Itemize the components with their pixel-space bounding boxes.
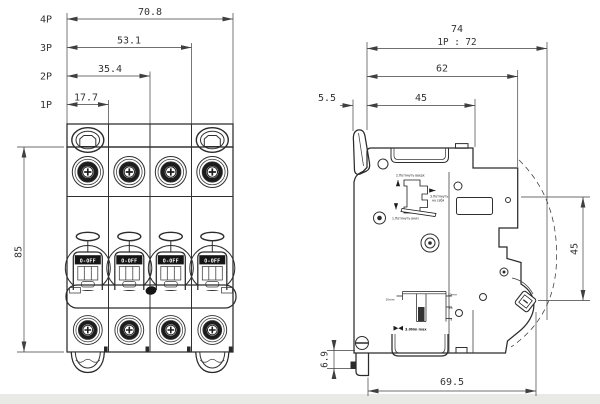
clip-profile-sketch	[403, 179, 428, 214]
pivot-hole	[373, 211, 386, 225]
pole-dividers	[67, 147, 233, 352]
dim-overall-depth-1p: 1P : 72	[437, 37, 476, 48]
tie-bar-screw	[145, 286, 157, 295]
housing-hole	[377, 158, 389, 170]
side-housing	[353, 147, 535, 354]
rating-label-area	[456, 197, 493, 215]
side-view-dimensions: 74 1P : 72 62 45 5.5 45 6.9 69.5	[318, 24, 590, 396]
clip-screw	[355, 336, 369, 350]
install-instructions: 2.Потянуть вверх 3.Потянуть на себя 1.По…	[392, 174, 448, 221]
pole-label-4p: 4P	[40, 15, 52, 26]
rear-terminal-screw	[514, 290, 537, 313]
toggle-handle	[64, 231, 112, 292]
side-toggle-lever	[352, 129, 371, 175]
terminal-screw	[111, 154, 147, 190]
install-step-up: 2.Потянуть вверх	[396, 174, 425, 178]
dim-width-4p: 70.8	[138, 7, 162, 18]
side-view: 2.Потянуть вверх 3.Потянуть на себя 1.По…	[318, 24, 590, 396]
top-clip-left	[71, 126, 105, 154]
strip-tick-a: 10	[449, 306, 453, 310]
strip-length-right: 10mm	[448, 293, 457, 297]
terminal-screw	[70, 154, 106, 190]
dim-clip-extension: 6.9	[320, 351, 331, 368]
front-view-dimensions: 4P 3P 2P 1P 70.8 53.1 35.4 17.7 85	[14, 7, 234, 353]
pole-label-1p: 1P	[40, 100, 52, 111]
center-rivet	[420, 233, 440, 253]
handle-recess	[390, 148, 449, 163]
strip-tick-b: 8	[451, 318, 453, 322]
terminal-screw	[71, 313, 105, 347]
dim-base-depth: 69.5	[440, 377, 464, 388]
toggle-handle	[189, 231, 236, 292]
toggle-handle	[106, 231, 153, 292]
strip-length-left: 10mm	[386, 298, 395, 302]
install-step-pull-1: 3.Потянуть	[430, 195, 448, 199]
bottom-clip-left	[70, 351, 105, 374]
handle-tie-bar	[65, 284, 237, 309]
top-clip-right	[195, 126, 230, 154]
front-view-body	[64, 123, 237, 374]
terminal-screw	[153, 154, 189, 190]
dim-rail-depth: 62	[436, 64, 448, 75]
terminal-screw	[154, 313, 188, 347]
din-clip-foot	[355, 353, 370, 377]
terminal-screw	[113, 313, 146, 347]
wrench-icon	[393, 325, 403, 331]
dim-width-2p: 35.4	[98, 64, 122, 75]
torque-note: 3.0Nm max	[405, 328, 427, 332]
din-clip-nub	[350, 361, 357, 369]
toggle-handle	[147, 231, 195, 292]
dim-front-depth: 45	[415, 93, 427, 104]
bottom-shroud	[391, 334, 449, 357]
install-step-pull-2: на себя	[432, 199, 444, 203]
swing-arc	[510, 159, 557, 348]
dim-overall-depth: 74	[451, 24, 463, 35]
terminal-detail: 10mm 10mm 10 8 3.0Nm max	[386, 291, 457, 332]
install-step-down: 1.Потянуть вниз	[392, 217, 419, 221]
table-edge-band	[0, 394, 600, 404]
dim-handle-protrusion: 5.5	[318, 93, 336, 104]
dim-height: 85	[14, 246, 25, 258]
dim-rail-height: 45	[570, 243, 581, 255]
dim-width-3p: 53.1	[117, 36, 141, 47]
pole-label-2p: 2P	[40, 72, 52, 83]
pole-label-3p: 3P	[40, 43, 52, 54]
terminal-screw	[194, 154, 230, 190]
dim-width-1p: 17.7	[74, 93, 98, 104]
terminal-screw	[196, 313, 229, 347]
top-tab	[455, 143, 469, 149]
bottom-clip-right	[195, 351, 230, 374]
front-view: 4P 3P 2P 1P 70.8 53.1 35.4 17.7 85	[14, 7, 237, 374]
